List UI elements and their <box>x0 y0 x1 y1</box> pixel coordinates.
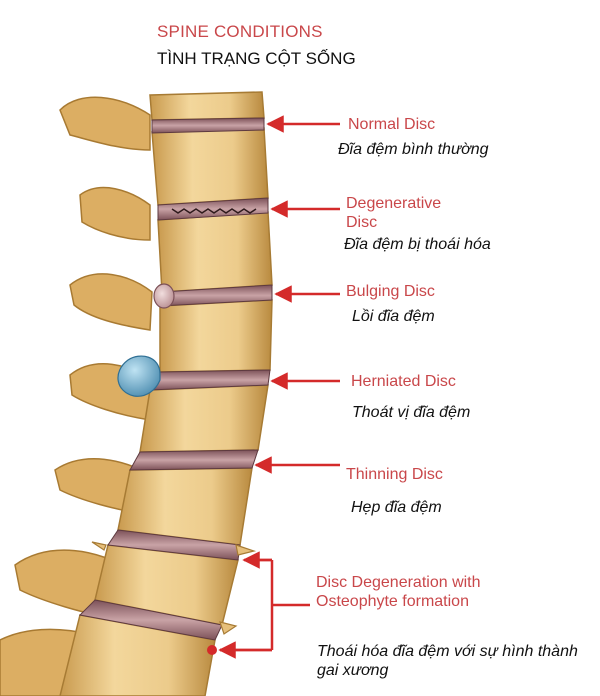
osteophytes <box>91 541 257 635</box>
disc-osteophyte-lower <box>78 599 223 641</box>
degeneration-cracks <box>171 208 257 214</box>
bulge-nucleus <box>153 283 175 309</box>
herniated-nucleus <box>117 355 161 397</box>
vertebra-4 <box>159 299 273 373</box>
title-english: SPINE CONDITIONS <box>157 22 323 41</box>
label-thinning-disc-vi: Hẹp đĩa đệm <box>351 499 442 516</box>
label-osteophyte-vi: Thoái hóa đĩa đệm với sự hình thành gai … <box>317 643 578 679</box>
label-normal-disc-vi: Đĩa đệm bình thường <box>338 141 489 158</box>
disc-normal <box>151 117 265 134</box>
osteophyte-marker <box>207 645 217 655</box>
disc-degenerative <box>157 197 269 221</box>
label-degenerative-disc-vi: Đĩa đệm bị thoái hóa <box>344 236 491 253</box>
label-thinning-disc: Thinning Disc <box>346 466 443 483</box>
vertebra-5 <box>139 384 269 453</box>
label-herniated-disc: Herniated Disc <box>351 373 456 390</box>
disc-thinning <box>129 449 259 471</box>
pointer-arrows <box>218 115 340 659</box>
label-bulging-disc-vi: Lồi đĩa đệm <box>352 308 435 325</box>
label-herniated-disc-vi: Thoát vị đĩa đệm <box>352 404 471 421</box>
label-osteophyte: Disc Degeneration with Osteophyte format… <box>316 574 481 610</box>
label-bulging-disc: Bulging Disc <box>346 283 435 300</box>
vertebra-2 <box>151 127 269 206</box>
title-vietnamese: TÌNH TRẠNG CỘT SỐNG <box>157 49 356 68</box>
vertebra-1 <box>149 91 265 121</box>
label-degenerative-disc: Degenerative Disc <box>346 195 442 231</box>
disc-osteophyte <box>107 529 241 561</box>
vertebra-3 <box>157 211 273 293</box>
label-normal-disc: Normal Disc <box>348 116 436 133</box>
intervertebral-discs <box>78 117 273 641</box>
